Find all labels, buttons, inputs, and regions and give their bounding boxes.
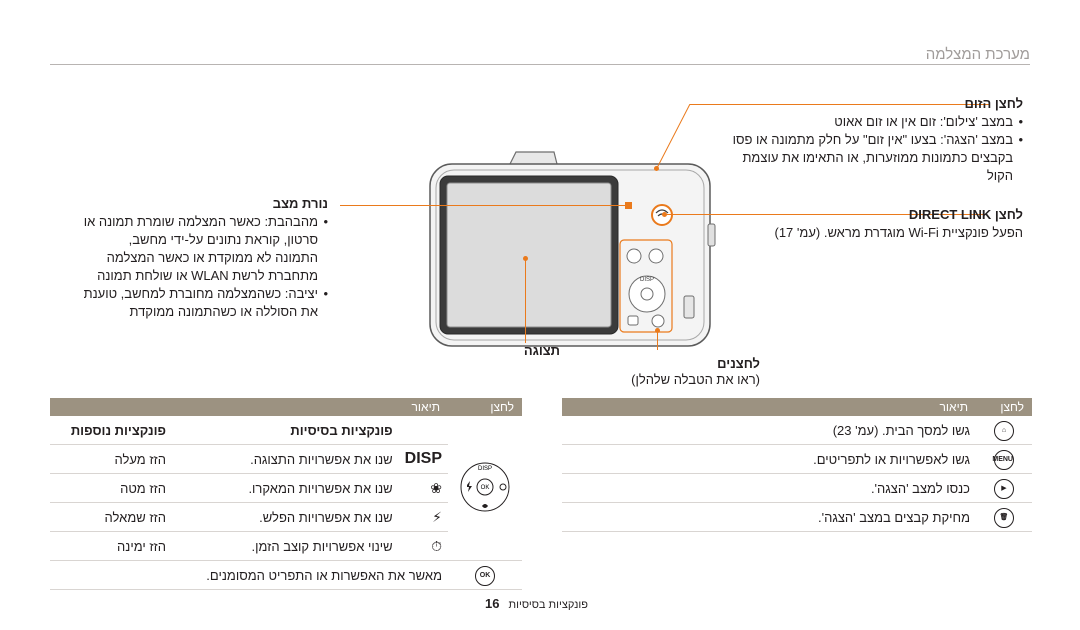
display-callout-title: תצוגה [523, 343, 560, 358]
ok-icon: OK [475, 565, 495, 586]
dial-icon: DISP OK [460, 462, 510, 511]
row-basic: שינוי אפשרויות קוצב הזמן. [172, 531, 399, 561]
status-line-4: מתחברת לרשת WLAN או שולחת תמונה [97, 268, 318, 283]
col-header-button: לחצן [976, 398, 1032, 416]
col-header-button: לחצן [448, 398, 522, 416]
status-line-2: סרטון, קוראת נתונים על-ידי מחשב, [128, 232, 318, 247]
directlink-leader [665, 214, 985, 215]
section-title: מערכת המצלמה [925, 46, 1030, 63]
buttons-table-left: לחצן תיאור DISP OK פונקציות בסיסיות פונק… [50, 398, 522, 590]
ok-row-desc: מאשר את האפשרות או התפריט המסומנים. [50, 560, 448, 590]
table-row: MENU גשו לאפשרויות או לתפריטים. [562, 444, 1032, 474]
svg-text:DISP: DISP [640, 277, 654, 283]
directlink-leader-dot [662, 212, 667, 217]
zoom-leader-diagonal [656, 104, 691, 169]
subheader-basic: פונקציות בסיסיות [172, 416, 399, 445]
row-desc: גשו למסך הבית. (עמ' 23) [562, 416, 976, 445]
row-basic: שנו את אפשרויות המאקרו. [172, 473, 399, 503]
buttons-title: לחצנים [717, 356, 760, 371]
buttons-table-right: לחצן תיאור ⌂ גשו למסך הבית. (עמ' 23) MEN… [562, 398, 1032, 532]
buttons-leader [657, 330, 658, 350]
page-footer: פונקציות בסיסיות 16 [485, 596, 588, 611]
subheader-extra: פונקציות נוספות [50, 416, 172, 445]
status-leader [340, 205, 630, 206]
dial-ok-label: OK [481, 485, 490, 491]
zoom-line-4: הקול [986, 168, 1013, 183]
table-row: 🗑 מחיקת קבצים במצב 'הצגה'. [562, 502, 1032, 532]
menu-icon: MENU [992, 449, 1014, 470]
flash-icon: ⚡ [398, 502, 448, 532]
header-divider [50, 64, 1030, 65]
table-row: ⏱ שינוי אפשרויות קוצב הזמן. הזז ימינה [50, 531, 522, 561]
row-desc: גשו לאפשרויות או לתפריטים. [562, 444, 976, 474]
table-row: ▶ כנסו למצב 'הצגה'. [562, 473, 1032, 503]
zoom-callout-title: לחצן הזום [964, 96, 1023, 111]
zoom-leader-dot [654, 166, 659, 171]
status-line-1: מהבהבת: כאשר המצלמה שומרת תמונה או [28, 213, 328, 231]
trash-icon: 🗑 [994, 507, 1014, 528]
dial-disp-label: DISP [478, 466, 492, 472]
row-extra: הזז מטה [50, 473, 172, 503]
buttons-subtitle: (ראו את הטבלה שלהלן) [631, 372, 760, 387]
subheader-row: DISP OK פונקציות בסיסיות פונקציות נוספות [50, 416, 522, 561]
camera-illustration: DISP [429, 151, 716, 347]
display-leader-dot [523, 256, 528, 261]
status-line-5: יציבה: כשהמצלמה מחוברת למחשב, טוענת [28, 285, 328, 303]
table-row: OK מאשר את האפשרות או התפריט המסומנים. [50, 560, 522, 590]
timer-icon: ⏱ [398, 531, 448, 561]
col-header-description: תיאור [562, 398, 976, 416]
table-row: ❀ שנו את אפשרויות המאקרו. הזז מטה [50, 473, 522, 503]
buttons-leader-dot [655, 328, 660, 333]
footer-label: פונקציות בסיסיות [508, 599, 588, 611]
directlink-text: הפעל פונקציית Wi-Fi מוגדרת מראש. (עמ' 17… [774, 225, 1023, 240]
display-leader [525, 258, 526, 343]
zoom-line-3: בקבצים כתמונות ממוזערות, או התאימו את עו… [742, 150, 1013, 165]
status-line-3: התמונה לא ממוקדת או כאשר המצלמה [106, 250, 318, 265]
row-extra: הזז מעלה [50, 444, 172, 474]
zoom-line-2: במצב 'הצגה': בצעו "אין זום" על חלק מתמונ… [723, 131, 1023, 149]
status-callout: נורת מצב מהבהבת: כאשר המצלמה שומרת תמונה… [28, 196, 328, 321]
col-header-description: תיאור [50, 398, 448, 416]
zoom-callout: לחצן הזום במצב 'צילום': זום אין או זום א… [723, 96, 1023, 185]
macro-icon: ❀ [398, 473, 448, 503]
status-title: נורת מצב [272, 196, 328, 211]
directlink-callout: לחצן DIRECT LINK הפעל פונקציית Wi-Fi מוג… [723, 207, 1023, 242]
status-leader-dot [627, 203, 632, 208]
table-row: ⚡ שנו את אפשרויות הפלש. הזז שמאלה [50, 502, 522, 532]
buttons-callout: לחצנים (ראו את הטבלה שלהלן) [600, 356, 760, 389]
row-basic: שנו את אפשרויות הפלש. [172, 502, 399, 532]
page-number: 16 [485, 596, 500, 611]
zoom-line-1: במצב 'צילום': זום אין או זום אאוט [723, 113, 1023, 131]
home-icon: ⌂ [994, 420, 1014, 441]
zoom-leader [690, 104, 990, 105]
table-row: ⌂ גשו למסך הבית. (עמ' 23) [562, 416, 1032, 445]
directlink-title: לחצן DIRECT LINK [908, 207, 1023, 222]
table-row: DISP שנו את אפשרויות התצוגה. הזז מעלה [50, 444, 522, 474]
row-basic: שנו את אפשרויות התצוגה. [172, 444, 399, 474]
row-extra: הזז ימינה [50, 531, 172, 561]
status-line-6: את הסוללה או כשהתמונה ממוקדת [129, 304, 319, 319]
row-extra: הזז שמאלה [50, 502, 172, 532]
row-desc: מחיקת קבצים במצב 'הצגה'. [562, 502, 976, 532]
row-desc: כנסו למצב 'הצגה'. [562, 473, 976, 503]
disp-icon: DISP [398, 444, 448, 474]
play-icon: ▶ [994, 478, 1014, 499]
